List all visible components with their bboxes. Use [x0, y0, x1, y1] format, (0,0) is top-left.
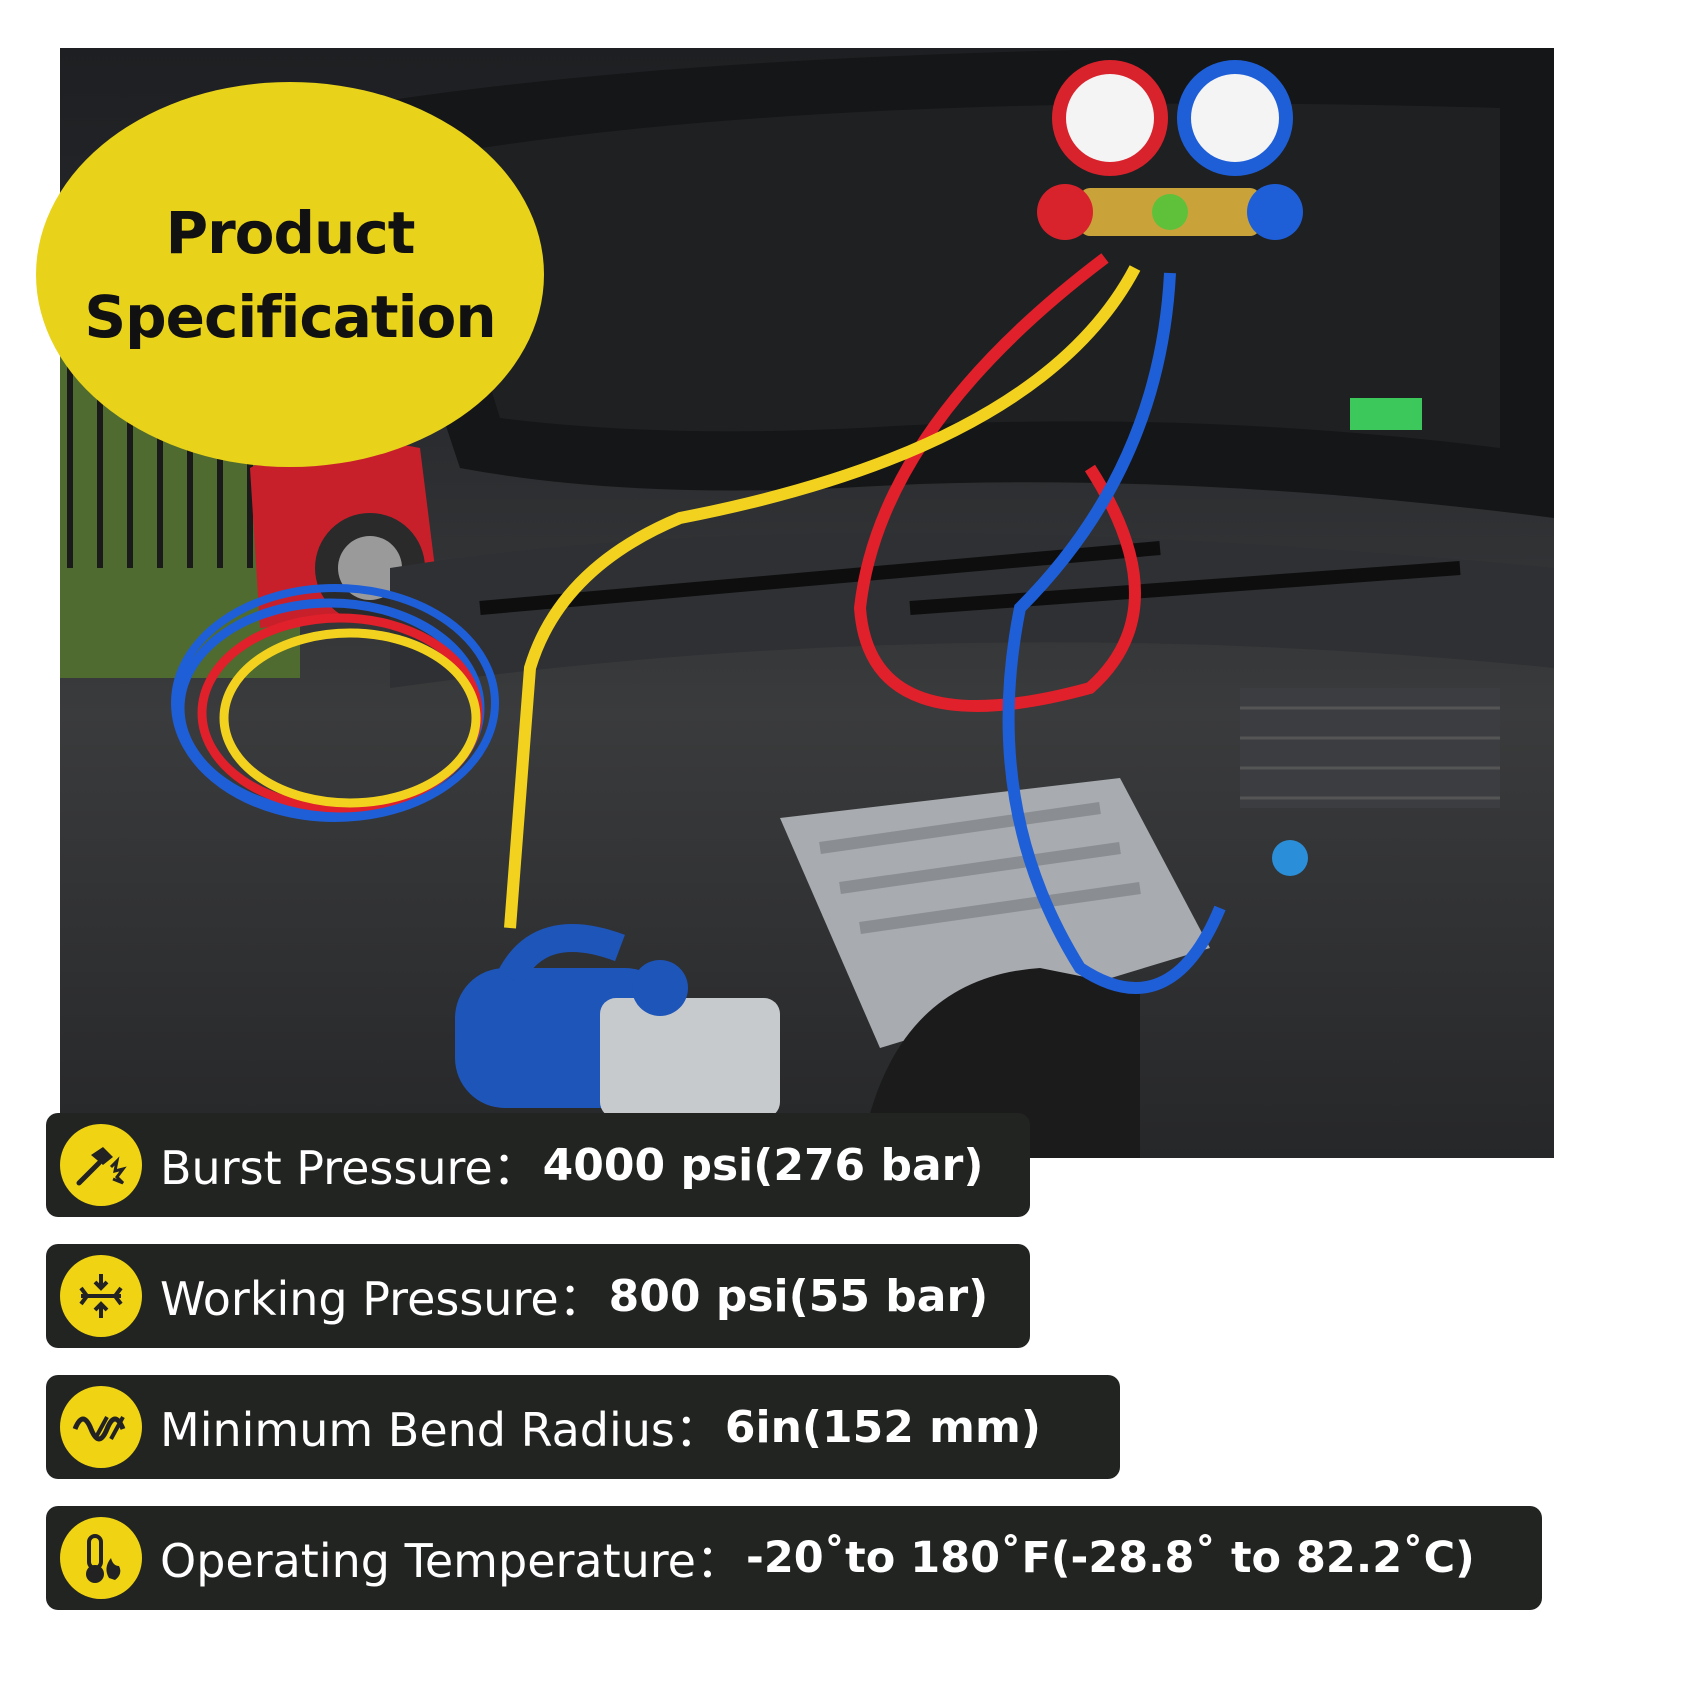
temperature-icon: [60, 1517, 142, 1599]
bend-radius-icon: [60, 1386, 142, 1468]
burst-pressure-icon: [60, 1124, 142, 1206]
spec-row-bend-radius: Minimum Bend Radius： 6in(152 mm): [46, 1375, 1120, 1479]
spec-value: -20˚to 180˚F(-28.8˚ to 82.2˚C): [746, 1533, 1475, 1583]
spec-row-working-pressure: Working Pressure： 800 psi(55 bar): [46, 1244, 1030, 1348]
spec-value: 800 psi(55 bar): [608, 1270, 989, 1322]
spec-label: Minimum Bend Radius：: [160, 1403, 721, 1457]
badge-title-line-2: Specification: [84, 282, 496, 351]
spec-row-operating-temperature: Operating Temperature： -20˚to 180˚F(-28.…: [46, 1506, 1542, 1610]
product-specification-badge: Product Specification: [36, 82, 544, 467]
spec-value: 6in(152 mm): [724, 1401, 1041, 1453]
spec-label: Working Pressure：: [160, 1272, 605, 1326]
spec-value: 4000 psi(276 bar): [542, 1139, 984, 1191]
spec-row-burst-pressure: Burst Pressure： 4000 psi(276 bar): [46, 1113, 1030, 1217]
working-pressure-icon: [60, 1255, 142, 1337]
spec-label: Operating Temperature：: [160, 1534, 742, 1588]
badge-title-line-1: Product: [165, 198, 416, 267]
spec-label: Burst Pressure：: [160, 1141, 539, 1195]
